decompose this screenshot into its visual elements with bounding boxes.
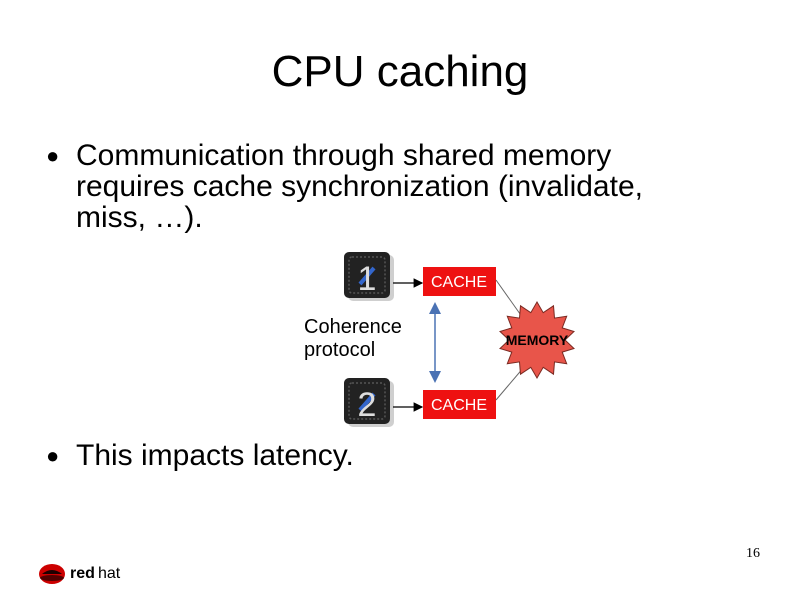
cache-diagram-svg: 1 2 CACHE CACHE Coherence protocol ME — [304, 252, 575, 427]
bullet-dot-icon: ● — [46, 143, 60, 168]
coherence-label-line-1: Coherence — [304, 316, 402, 338]
cache-diagram: 1 2 CACHE CACHE Coherence protocol ME — [290, 250, 600, 445]
coherence-label-line-2: protocol — [304, 339, 375, 361]
memory-label: MEMORY — [506, 332, 569, 348]
bullet-text: Communication through shared memory requ… — [76, 140, 643, 233]
bullet-line: Communication through shared memory — [76, 139, 612, 172]
bullet-item: ● Communication through shared memory re… — [46, 140, 746, 240]
cpu-chip-1-icon: 1 — [344, 252, 394, 301]
cache-1-label: CACHE — [431, 274, 487, 291]
redhat-logo-icon: red hat — [39, 564, 121, 584]
bullet-item: ● This impacts latency. — [46, 440, 746, 480]
bullet-text: This impacts latency. — [76, 440, 354, 471]
cache-2-label: CACHE — [431, 397, 487, 414]
cpu-2-label: 2 — [358, 386, 377, 424]
bullet-line: This impacts latency. — [76, 439, 354, 472]
bullet-line: miss, …). — [76, 201, 203, 234]
cpu-1-label: 1 — [358, 260, 377, 298]
slide-title: CPU caching — [271, 47, 529, 96]
logo-text-light: hat — [98, 565, 121, 582]
redhat-logo: red hat — [38, 556, 138, 593]
bullet-line: requires cache synchronization (invalida… — [76, 170, 643, 203]
bullet-dot-icon: ● — [46, 443, 60, 468]
cache-1-box — [423, 267, 496, 296]
cache-2-box — [423, 390, 496, 419]
logo-text-bold: red — [70, 565, 95, 582]
memory-starburst-icon — [499, 301, 575, 379]
page-number: 16 — [746, 546, 760, 561]
cpu-chip-2-icon: 2 — [344, 378, 394, 427]
